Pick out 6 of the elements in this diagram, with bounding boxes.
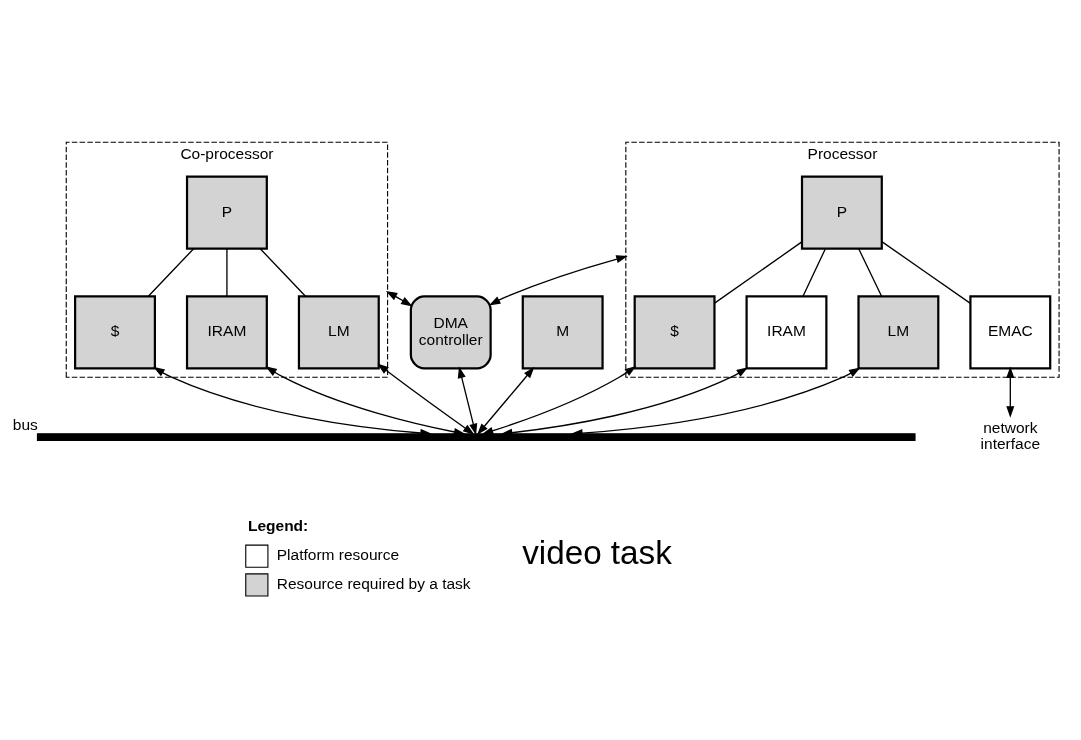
legend-label: Resource required by a task bbox=[276, 575, 471, 593]
label: Legend: bbox=[247, 516, 309, 534]
node-label: bus bbox=[12, 415, 38, 433]
label: video task bbox=[522, 534, 672, 572]
legend-label: Platform resource bbox=[276, 546, 400, 564]
node-text: network interface bbox=[980, 418, 1041, 453]
